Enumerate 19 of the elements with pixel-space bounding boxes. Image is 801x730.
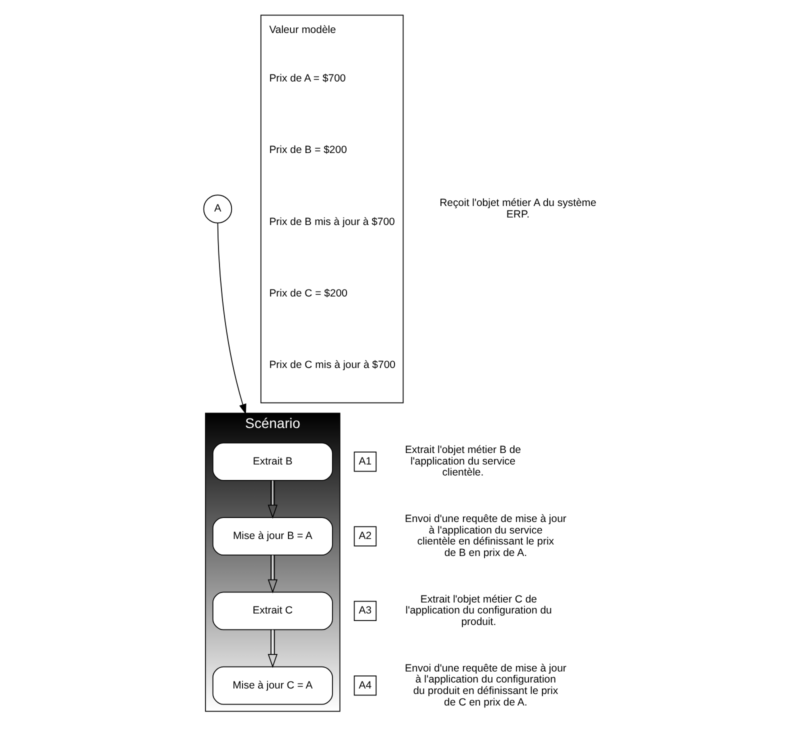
- label: Extrait l'objet métier C de l'application du configuration du produit.: [405, 594, 552, 628]
- label: Envoi d'une requête de mise à jour à l'application du service clientèle en définissant le prix de B en prix de A.: [404, 514, 566, 560]
- node-box: A1: [353, 452, 376, 472]
- node-circle: A: [202, 194, 232, 224]
- node-box: Extrait B: [212, 442, 332, 481]
- arrow: [267, 554, 278, 594]
- node-box: Mise à jour B = A: [212, 517, 332, 556]
- node-box: Extrait C: [212, 592, 332, 630]
- node-box: A2: [353, 526, 376, 546]
- arrow: [267, 629, 278, 668]
- arrow: [267, 480, 278, 519]
- label: Envoi d'une requête de mise à jour à l'application du configuration du produit en définissant le prix de C en prix de A.: [404, 663, 566, 708]
- label: Reçoit l'objet métier A du système ERP.: [439, 198, 596, 220]
- node-box: Mise à jour C = A: [212, 666, 332, 705]
- label: Extrait l'objet métier B de l'application du service clientèle.: [404, 445, 520, 479]
- node-box: A4: [353, 676, 376, 696]
- node-box: A3: [353, 600, 376, 621]
- node-box: Valeur modèle Prix de A = $700 Prix de B = $200 Prix de B mis à jour à $700 Prix de C = $200 Prix de C mis à jour à $700: [260, 14, 404, 404]
- arrow: [216, 222, 246, 414]
